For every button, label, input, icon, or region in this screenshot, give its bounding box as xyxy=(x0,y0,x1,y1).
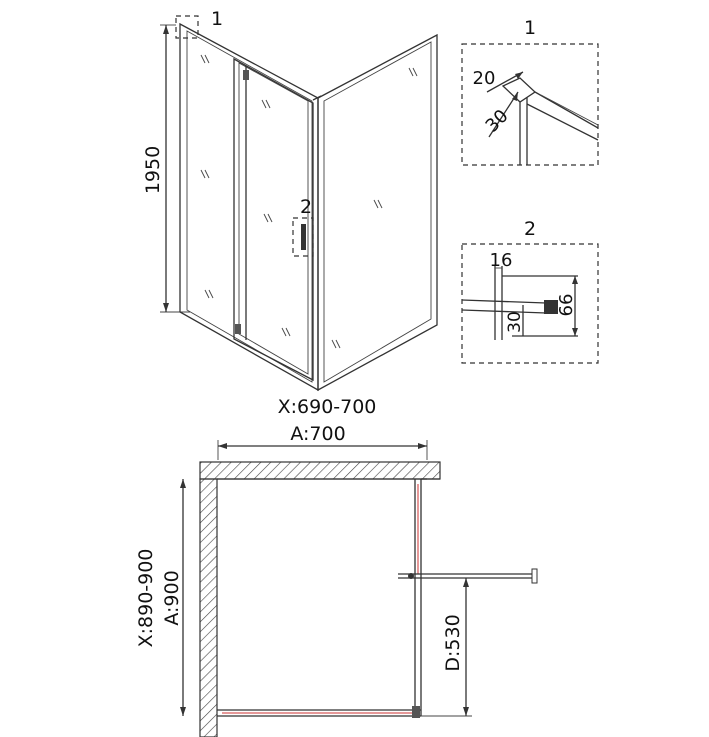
top-dimension: A:700 xyxy=(217,423,428,460)
height-dimension: 1950 xyxy=(142,24,190,313)
detail-2-dim-width: 16 xyxy=(490,250,513,271)
detail-2-title: 2 xyxy=(524,218,536,240)
corner-callout: 1 xyxy=(175,8,223,39)
height-label: 1950 xyxy=(142,146,164,194)
detail-2-dim-height: 66 xyxy=(556,294,577,317)
door-handle-line xyxy=(398,568,538,584)
back-wall xyxy=(199,461,441,480)
width-label: X:690-700 xyxy=(278,396,377,418)
d-dimension: D:530 xyxy=(421,578,472,717)
side-wall xyxy=(199,478,218,737)
corner-profile xyxy=(486,71,599,165)
plan-label-a-side: A:900 xyxy=(161,570,183,625)
side-panel xyxy=(312,33,438,392)
enclosure-outline xyxy=(217,478,440,718)
detail-1-dim-a: 20 xyxy=(473,68,496,89)
detail-2-dim-small: 30 xyxy=(505,311,525,333)
handle-profile xyxy=(461,266,578,340)
detail-2: 2 16 30 66 xyxy=(461,218,599,364)
plan-label-a: A:700 xyxy=(290,423,345,445)
plan-view: A:700 X:890-900 xyxy=(135,423,538,737)
callout-2-label: 2 xyxy=(300,196,312,218)
detail-1-dim-b: 30 xyxy=(482,106,513,137)
callout-1-label: 1 xyxy=(211,8,223,30)
detail-1: 1 20 30 xyxy=(461,17,599,166)
handle-callout: 2 xyxy=(292,196,314,257)
plan-label-x: X:890-900 xyxy=(135,549,157,648)
detail-1-title: 1 xyxy=(524,17,536,39)
elevation-view: 1950 2 xyxy=(142,8,438,418)
left-dimensions: X:890-900 A:900 xyxy=(135,479,186,716)
front-panel xyxy=(179,22,319,392)
plan-label-d: D:530 xyxy=(442,614,464,671)
